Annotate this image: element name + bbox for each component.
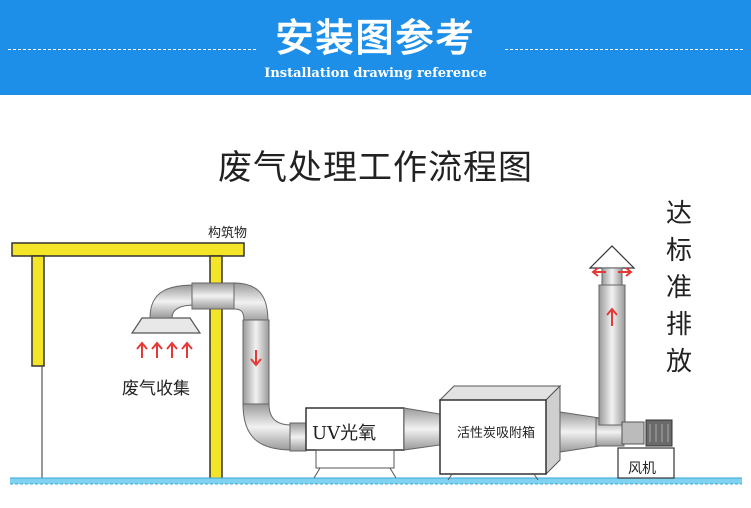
exhaust-stack [588, 245, 636, 447]
emission-label: 达标准排放 [665, 199, 692, 377]
intake-arrow-3 [166, 341, 178, 358]
diagram-title: 废气处理工作流程图 [218, 148, 533, 188]
banner-divider-right [505, 49, 743, 50]
ground-line [10, 477, 742, 485]
waste-gas-collection-label: 废气收集 [122, 379, 190, 399]
building-structure [11, 242, 245, 481]
banner-title: 安装图参考 [275, 16, 476, 60]
banner-divider-left [8, 49, 256, 50]
carbon-adsorption-box [438, 384, 601, 481]
carbon-box-label: 活性炭吸附箱 [457, 426, 536, 441]
header-banner: 安装图参考 Installation drawing reference [0, 0, 751, 95]
intake-arrow-1 [136, 341, 148, 358]
building-label: 构筑物 [208, 226, 248, 241]
uv-unit [305, 407, 441, 479]
airflow-arrows [136, 267, 633, 367]
up-arrow [606, 307, 618, 326]
intake-arrow-4 [181, 341, 193, 358]
down-arrow [250, 350, 262, 367]
vent-arrow-left [591, 267, 606, 277]
fan-label: 风机 [628, 461, 656, 477]
intake-arrow-2 [151, 341, 163, 358]
banner-subtitle: Installation drawing reference [264, 66, 487, 81]
collection-hood [130, 284, 202, 334]
uv-unit-label: UV光氧 [312, 423, 377, 444]
vent-arrow-right [618, 267, 633, 277]
inlet-duct [191, 282, 307, 452]
fan-unit [617, 419, 675, 479]
